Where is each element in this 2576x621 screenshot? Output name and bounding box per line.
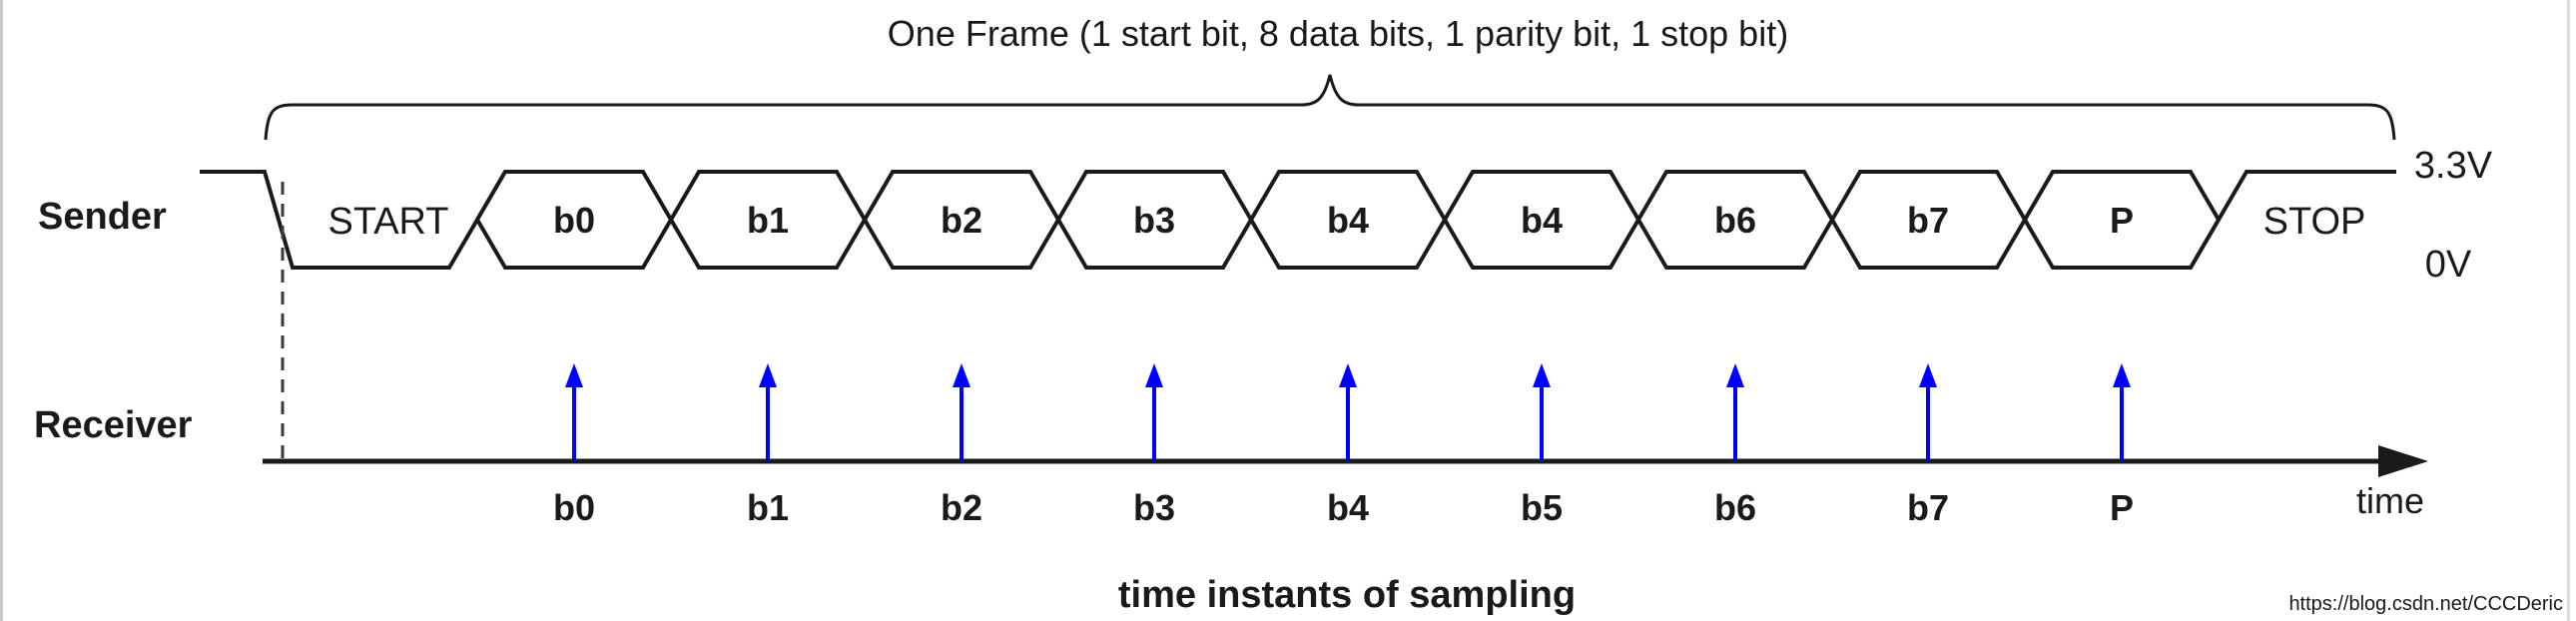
sample-arrow-icon (953, 363, 970, 461)
low-voltage-label: 0V (2425, 244, 2472, 286)
start-bit-label: START (327, 201, 448, 243)
sender-waveform-start-segment (200, 170, 507, 270)
receiver-label: Receiver (34, 404, 193, 446)
sample-label: b0 (553, 487, 595, 528)
sampling-arrows (565, 363, 2131, 461)
stop-bit-label: STOP (2263, 201, 2366, 243)
page-left-border (0, 0, 3, 621)
sender-bit-label: b6 (1714, 200, 1756, 241)
sample-label: b4 (1327, 487, 1369, 528)
sender-bit-label: b7 (1907, 200, 1949, 241)
page-right-border (2567, 0, 2570, 621)
sample-parity-label: P (2110, 487, 2134, 528)
sample-arrow-icon (565, 363, 583, 461)
sample-label: b1 (747, 487, 789, 528)
sender-bit-label: b2 (941, 200, 982, 241)
sender-bit-label: b3 (1133, 200, 1175, 241)
sender-bit-label: b1 (747, 200, 789, 241)
frame-brace (264, 74, 2396, 141)
sample-arrow-icon (1145, 363, 1163, 461)
time-axis-label: time (2356, 480, 2424, 521)
sample-arrow-icon (1919, 363, 1937, 461)
sample-arrow-icon (1339, 363, 1357, 461)
sample-arrow-icon (1533, 363, 1551, 461)
sample-label: b7 (1907, 487, 1949, 528)
sample-label: b2 (941, 487, 982, 528)
frame-title: One Frame (1 start bit, 8 data bits, 1 p… (888, 13, 1788, 54)
sample-label: b6 (1714, 487, 1756, 528)
high-voltage-label: 3.3V (2414, 145, 2493, 187)
time-axis-arrowhead-icon (2378, 445, 2428, 477)
sample-label: b5 (1521, 487, 1563, 528)
sample-label: b3 (1133, 487, 1175, 528)
sampling-caption: time instants of sampling (1118, 574, 1576, 616)
sender-parity-label: P (2110, 200, 2134, 241)
sample-arrow-icon (2113, 363, 2131, 461)
sample-arrow-icon (759, 363, 777, 461)
sample-arrow-icon (1726, 363, 1744, 461)
sender-bit-label: b4 (1521, 200, 1563, 241)
bit-cell-hexagon-parity (2022, 170, 2222, 270)
sender-bit-label: b4 (1327, 200, 1369, 241)
sender-label: Sender (38, 196, 167, 238)
sender-bit-label: b0 (553, 200, 595, 241)
watermark-url: https://blog.csdn.net/CCCDeric (2288, 593, 2563, 615)
